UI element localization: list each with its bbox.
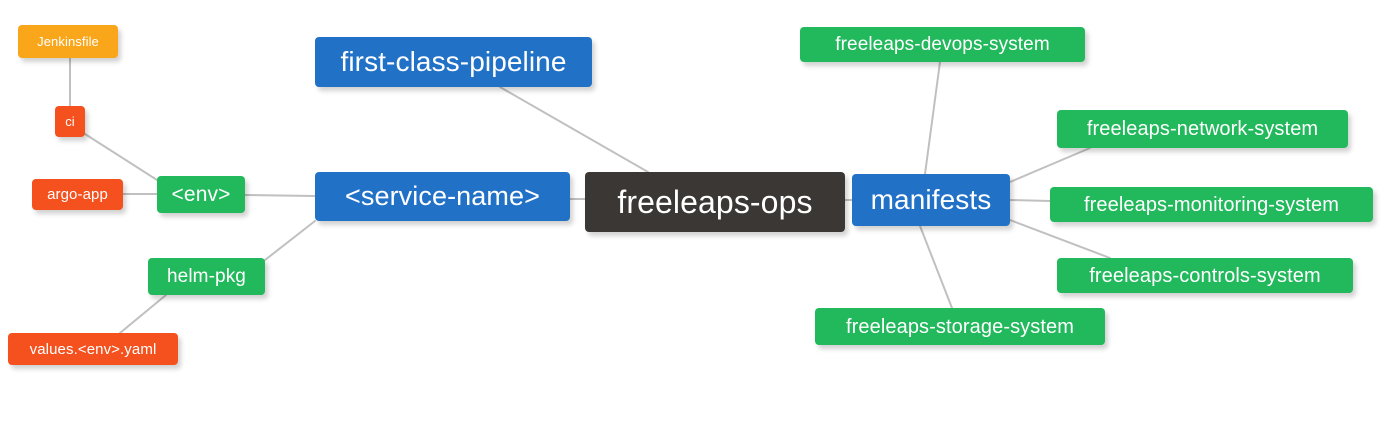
node-argo-app[interactable]: argo-app [32, 179, 123, 210]
node-helm-pkg[interactable]: helm-pkg [148, 258, 265, 295]
edge-manifests-to-storage-system [919, 225, 953, 309]
node-service-name[interactable]: <service-name> [315, 172, 570, 221]
edge-service-name-to-helm-pkg [264, 220, 316, 261]
node-ci[interactable]: ci [55, 106, 85, 137]
node-values-yaml[interactable]: values.<env>.yaml [8, 333, 178, 365]
node-first-class-pipeline[interactable]: first-class-pipeline [315, 37, 592, 87]
node-label-argo-app: argo-app [47, 186, 108, 203]
edge-helm-pkg-to-values-yaml [119, 294, 167, 334]
edge-env-to-service-name [244, 194, 316, 197]
node-label-manifests: manifests [870, 184, 992, 215]
node-label-monitoring-system: freeleaps-monitoring-system [1083, 193, 1339, 216]
node-label-controls-system: freeleaps-controls-system [1089, 264, 1321, 287]
node-controls-system[interactable]: freeleaps-controls-system [1057, 258, 1353, 293]
node-label-values-yaml: values.<env>.yaml [29, 340, 157, 358]
node-devops-system[interactable]: freeleaps-devops-system [800, 27, 1085, 62]
node-label-devops-system: freeleaps-devops-system [835, 34, 1050, 55]
node-monitoring-system[interactable]: freeleaps-monitoring-system [1050, 187, 1373, 222]
node-network-system[interactable]: freeleaps-network-system [1057, 110, 1348, 148]
node-label-network-system: freeleaps-network-system [1086, 118, 1319, 140]
node-storage-system[interactable]: freeleaps-storage-system [815, 308, 1105, 345]
node-label-service-name: <service-name> [345, 181, 540, 211]
edge-first-class-pipeline-to-freeleaps-ops [499, 86, 649, 173]
node-label-freeleaps-ops: freeleaps-ops [617, 184, 813, 220]
edge-manifests-to-monitoring-system [1009, 199, 1051, 202]
node-label-ci: ci [65, 114, 75, 129]
edge-ci-to-env [84, 133, 158, 181]
node-label-jenkinsfile: Jenkinsfile [37, 34, 99, 49]
node-freeleaps-ops[interactable]: freeleaps-ops [585, 172, 845, 232]
node-manifests[interactable]: manifests [852, 174, 1010, 226]
node-label-storage-system: freeleaps-storage-system [845, 315, 1075, 338]
node-env[interactable]: <env> [157, 176, 245, 213]
node-label-env: <env> [171, 183, 231, 206]
edge-manifests-to-network-system [1009, 147, 1091, 183]
node-jenkinsfile[interactable]: Jenkinsfile [18, 25, 118, 58]
edge-manifests-to-devops-system [924, 61, 941, 175]
node-label-helm-pkg: helm-pkg [167, 266, 246, 287]
node-label-first-class-pipeline: first-class-pipeline [340, 46, 567, 77]
edge-manifests-to-controls-system [1009, 219, 1111, 259]
